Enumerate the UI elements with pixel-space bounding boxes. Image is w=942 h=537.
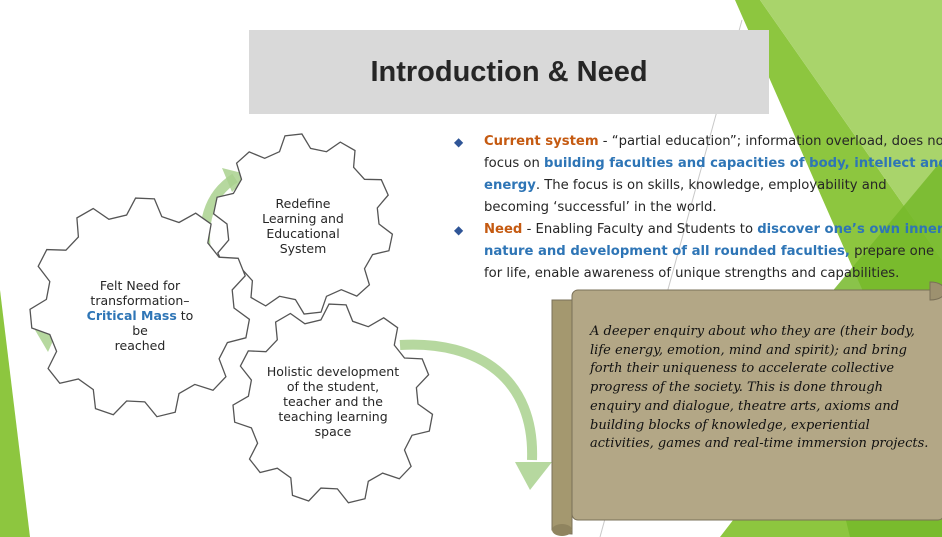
gear-bottom: [232, 303, 434, 504]
bullet-lead: Need: [484, 222, 523, 237]
bullet-emphasis: building faculties and capacities of bod…: [484, 156, 942, 193]
bullet-emphasis: discover one’s own inner nature and deve…: [484, 222, 942, 259]
gear-top-line: Redefine: [275, 196, 331, 211]
diamond-bullet-icon: ◆: [454, 135, 464, 149]
critical-mass-highlight: Critical Mass: [86, 308, 177, 323]
gear-left-line: Felt Need for: [99, 278, 181, 293]
gear-top-line: System: [279, 241, 327, 256]
bullet-current-system: ◆ Current system - “partial education”; …: [454, 131, 942, 219]
gear-bottom-label: Holistic development of the student, tea…: [263, 364, 403, 439]
bullet-text: prepare one for life, enable awareness o…: [484, 244, 935, 281]
cycle-arrow-right-head: [515, 462, 552, 490]
gear-left-line: transformation–: [90, 293, 190, 308]
gear-left-line: reached: [114, 338, 166, 353]
gear-left-line-tail: to be: [132, 308, 194, 338]
gear-bottom-line: space: [314, 424, 352, 439]
green-wedge-left: [0, 290, 30, 537]
bullet-text: - “partial education”; information overl…: [484, 134, 942, 171]
slide-title: Introduction & Need: [370, 55, 648, 88]
gear-bottom-line: of the student,: [286, 379, 380, 394]
scroll-banner: [551, 281, 942, 536]
bullet-list: ◆ Current system - “partial education”; …: [454, 131, 942, 285]
gear-bottom-line: teacher and the: [283, 394, 383, 409]
cycle-arrow-right: [399, 339, 538, 461]
bullet-need: ◆ Need - Enabling Faculty and Students t…: [454, 219, 942, 285]
gear-left: [29, 197, 251, 418]
gear-top: [212, 133, 394, 315]
green-wedge-right-light: [760, 0, 942, 260]
scroll-text: A deeper enquiry about who they are (the…: [590, 324, 929, 452]
diamond-bullet-icon: ◆: [454, 223, 464, 237]
gear-bottom-line: teaching learning: [278, 409, 388, 424]
bullet-lead: Current system: [484, 134, 599, 149]
bullet-text: - Enabling Faculty and Students to: [522, 222, 758, 237]
gear-left-line: Critical Mass to be: [80, 308, 200, 338]
gear-left-label: Felt Need for transformation– Critical M…: [80, 278, 200, 353]
gear-top-label: Redefine Learning and Educational System: [248, 196, 358, 256]
title-box: Introduction & Need: [249, 30, 769, 114]
gear-top-line: Educational: [266, 226, 340, 241]
gear-top-line: Learning and: [262, 211, 344, 226]
gear-bottom-line: Holistic development: [266, 364, 400, 379]
bullet-text: . The focus is on skills, knowledge, emp…: [484, 178, 887, 215]
